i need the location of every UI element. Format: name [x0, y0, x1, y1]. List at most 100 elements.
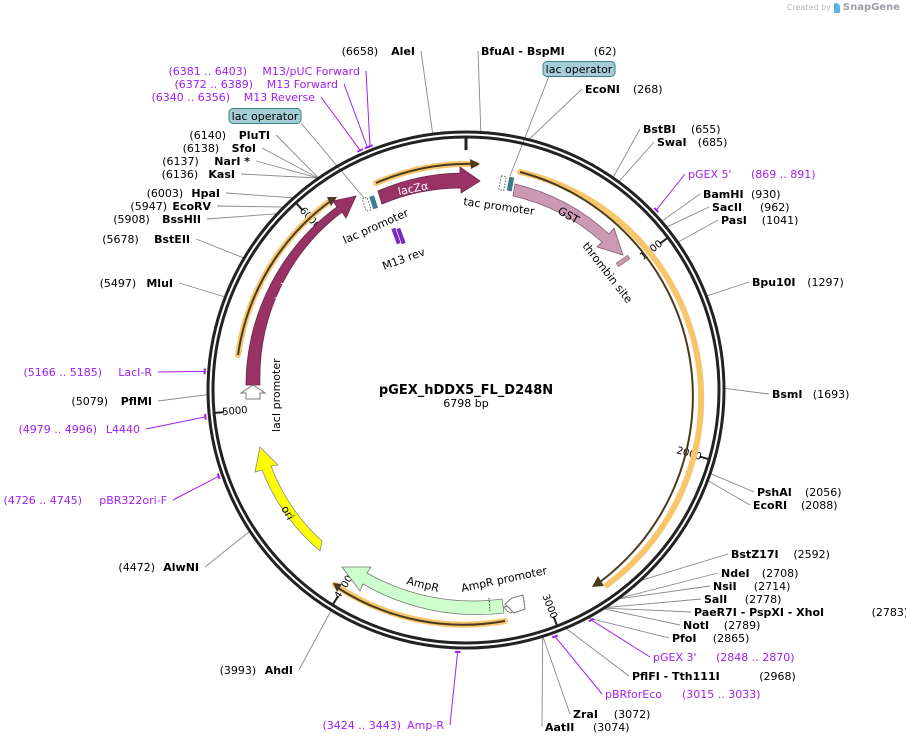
enzyme-position: (930): [751, 188, 781, 201]
enzyme-site[interactable]: PaeR7I - PspXI - XhoI(2783): [694, 606, 906, 619]
primer-range: (4726 .. 4745): [3, 494, 82, 507]
enzyme-site[interactable]: BfuAI - BspMI(62): [481, 45, 616, 58]
primer-range: (4979 .. 4996): [18, 423, 97, 436]
enzyme-name: BstZ17I: [731, 548, 779, 561]
enzyme-position: (4472): [118, 561, 155, 574]
enzyme-position: (6003): [147, 187, 184, 200]
enzyme-position: (6136): [162, 168, 199, 181]
enzyme-name: NotI: [683, 619, 709, 632]
enzyme-site[interactable]: AleI(6658): [342, 45, 415, 58]
enzyme-site[interactable]: SacII(962): [712, 201, 790, 214]
enzyme-position: (2708): [762, 567, 799, 580]
enzyme-site[interactable]: NsiI(2714): [713, 580, 790, 593]
enzyme-position: (1297): [807, 276, 844, 289]
enzyme-name: PluTI: [239, 129, 270, 142]
enzyme-site[interactable]: SfoI(6138): [183, 142, 256, 155]
enzyme-site[interactable]: HpaI(6003): [147, 187, 220, 200]
enzyme-site[interactable]: AlwNI (4472): [118, 561, 199, 574]
enzyme-site[interactable]: PfoI(2865): [672, 632, 749, 645]
enzyme-position: (685): [698, 136, 728, 149]
enzyme-site[interactable]: EcoNI(268): [585, 83, 663, 96]
enzyme-site[interactable]: PluTI(6140): [189, 129, 270, 142]
enzyme-name: AatII: [545, 721, 574, 734]
primer-site[interactable]: M13/pUC Forward(6381 .. 6403): [168, 65, 360, 78]
lac-operator-label[interactable]: lac operator: [228, 108, 302, 124]
enzyme-name: AlwNI: [163, 561, 199, 574]
enzyme-site[interactable]: EcoRI(2088): [753, 499, 838, 512]
lac-operator-label[interactable]: lac operator: [542, 61, 616, 77]
primer-site[interactable]: M13 Forward (6372 .. 6389): [174, 78, 338, 91]
primer-range: (6381 .. 6403): [168, 65, 247, 78]
enzyme-position: (1041): [762, 214, 799, 227]
enzyme-site[interactable]: AhdI(3993): [220, 664, 293, 677]
enzyme-site[interactable]: NarI *(6137): [162, 155, 250, 168]
enzyme-site[interactable]: ZraI(3072): [573, 708, 650, 721]
primer-site[interactable]: pBRforEco(3015 .. 3033): [605, 688, 761, 701]
enzyme-position: (1693): [813, 388, 850, 401]
enzyme-site[interactable]: PflFI - Tth111I(2968): [632, 670, 796, 683]
enzyme-position: (62): [594, 45, 617, 58]
primer-range: (6372 .. 6389): [174, 78, 253, 91]
enzyme-site[interactable]: SalI(2778): [704, 593, 781, 606]
enzyme-position: (3074): [593, 721, 630, 734]
feature-ori: [254, 446, 323, 552]
enzyme-position: (962): [760, 201, 790, 214]
primer-site[interactable]: L4440(4979 .. 4996): [18, 423, 140, 436]
enzyme-position: (2778): [745, 593, 782, 606]
enzyme-name: PasI: [721, 214, 747, 227]
enzyme-site[interactable]: PflMI(5079): [71, 395, 152, 408]
primer-site[interactable]: M13 Reverse(6340 .. 6356): [151, 91, 315, 104]
primer-site[interactable]: pBR322ori-F(4726 .. 4745): [3, 494, 167, 507]
enzyme-site[interactable]: NdeI (2708): [721, 567, 798, 580]
primer-range: (869 .. 891): [751, 168, 816, 181]
enzyme-site[interactable]: BsmI(1693): [772, 388, 849, 401]
label-laci-promoter: lacI promoter: [270, 358, 283, 432]
enzyme-site[interactable]: AatII (3074): [545, 721, 630, 734]
primer-name: LacI-R: [118, 366, 152, 379]
enzyme-site[interactable]: PasI (1041): [721, 214, 798, 227]
orf-arrow-gst: [592, 576, 604, 587]
enzyme-site[interactable]: NotI(2789): [683, 619, 760, 632]
primer-site[interactable]: LacI-R(5166 .. 5185): [23, 366, 152, 379]
enzyme-position: (5908): [113, 213, 150, 226]
feature-lacza: [377, 166, 481, 205]
enzyme-name: BstBI: [643, 123, 676, 136]
enzyme-name: PshAI: [757, 486, 792, 499]
plasmid-name: pGEX_hDDX5_FL_D248N: [379, 383, 553, 398]
enzyme-position: (655): [691, 123, 721, 136]
enzyme-site[interactable]: EcoRV(5947): [130, 200, 211, 213]
enzyme-site[interactable]: KasI(6136): [162, 168, 235, 181]
primer-range: (6340 .. 6356): [151, 91, 230, 104]
enzyme-site[interactable]: BstZ17I(2592): [731, 548, 830, 561]
enzyme-name: SfoI: [232, 142, 256, 155]
enzyme-position: (2056): [805, 486, 842, 499]
orf-arc-gst: [517, 169, 705, 588]
enzyme-name: SwaI: [657, 136, 687, 149]
credit-brand: SnapGene: [842, 2, 900, 13]
label-lac-promoter: lac promoter: [341, 206, 411, 247]
primer-site[interactable]: pGEX 3'(2848 .. 2870): [653, 651, 795, 664]
enzyme-site[interactable]: BamHI (930): [703, 188, 781, 201]
enzyme-site[interactable]: SwaI (685): [657, 136, 727, 149]
enzyme-site[interactable]: BstEII(5678): [102, 233, 190, 246]
credit-prefix: Created by: [786, 3, 831, 12]
enzyme-position: (5497): [100, 277, 137, 290]
enzyme-site[interactable]: MluI(5497): [100, 277, 173, 290]
enzyme-site[interactable]: BstBI (655): [643, 123, 721, 136]
enzyme-site[interactable]: PshAI (2056): [757, 486, 842, 499]
feature-gst: [512, 183, 624, 256]
primer-site[interactable]: Amp-R(3424 .. 3443): [322, 719, 444, 732]
enzyme-position: (2968): [759, 670, 796, 683]
primer-name: Amp-R: [407, 719, 444, 732]
enzyme-position: (6137): [162, 155, 199, 168]
enzyme-site[interactable]: Bpu10I(1297): [752, 276, 844, 289]
enzyme-name: BamHI: [703, 188, 744, 201]
orf-arrow-lacz: [470, 159, 480, 169]
enzyme-name: NdeI: [721, 567, 750, 580]
enzyme-site[interactable]: BssHII(5908): [113, 213, 201, 226]
orf-arrow-ampr: [333, 583, 342, 592]
primer-range: (2848 .. 2870): [716, 651, 795, 664]
primer-name: M13 Forward: [267, 78, 338, 91]
feature-ampr: [341, 566, 505, 616]
primer-site[interactable]: pGEX 5'(869 .. 891): [688, 168, 816, 181]
